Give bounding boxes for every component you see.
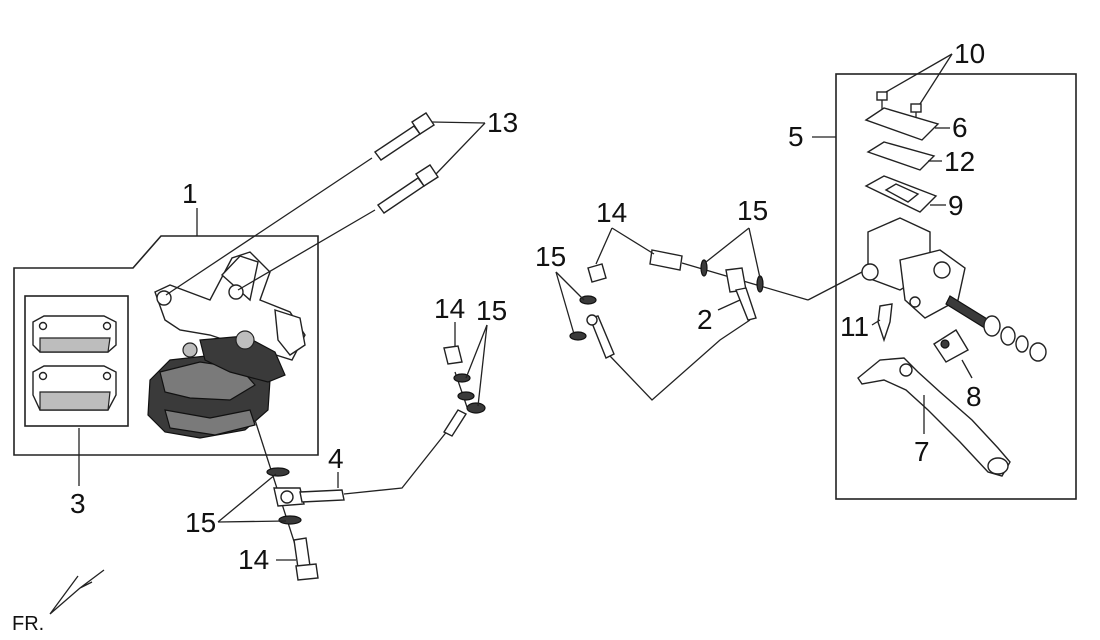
leader-15-upper-a: [705, 227, 750, 263]
leader-15-lower-b: [217, 520, 287, 523]
leader-11: [871, 319, 881, 326]
caliper-group-frame: [13, 235, 319, 456]
leader-8: [961, 359, 973, 379]
hose-upper-fitting: [442, 345, 486, 437]
label-4: 4: [328, 443, 344, 474]
brake-hose-fitting: [725, 267, 757, 321]
leader-15-left-a: [555, 271, 585, 301]
leader-10a: [885, 53, 953, 93]
master-axis-line-2: [807, 271, 863, 301]
leader-10b: [919, 53, 953, 105]
leader-15-joint-a: [465, 324, 488, 379]
banjo-bolt-lower: [293, 537, 319, 581]
caliper-bolt-upper: [373, 112, 435, 161]
stop-switch: [933, 329, 969, 363]
leader-14-master-a: [595, 227, 613, 265]
master-cylinder-frame: [835, 73, 1077, 500]
brake-hose-main: [609, 319, 751, 401]
bolt-axis-upper: [165, 157, 373, 296]
leader-13b: [435, 122, 486, 175]
leader-15-joint-b: [477, 324, 488, 407]
brake-hose-lower: [343, 429, 449, 495]
diaphragm: [866, 141, 936, 171]
diaphragm-plate: [864, 175, 938, 213]
label-2: 2: [697, 304, 713, 335]
caliper-body: [147, 251, 306, 439]
brake-pad-lower: [32, 365, 117, 411]
label-9: 9: [948, 190, 964, 221]
label-6: 6: [952, 112, 968, 143]
washer-upper-1: [700, 259, 708, 277]
leader-13a: [431, 121, 486, 124]
label-1: 1: [182, 178, 198, 209]
washer-upper-2: [756, 275, 764, 293]
hose-joint: [273, 487, 345, 507]
label-10: 10: [954, 38, 985, 69]
leader-15-upper-b: [748, 227, 761, 279]
piston-assembly: [945, 295, 1047, 362]
hose-left-fitting: [569, 295, 615, 359]
washer-lower-1: [266, 467, 290, 477]
front-direction-label: FR.: [12, 613, 44, 635]
label-7: 7: [914, 436, 930, 467]
label-14-lower: 14: [238, 544, 269, 575]
label-13: 13: [487, 107, 518, 138]
front-direction-arrow-icon: [49, 569, 105, 615]
reservoir-cap: [864, 107, 940, 141]
caliper-bolt-lower: [376, 164, 439, 214]
brake-pads-frame: [24, 295, 129, 427]
brake-pad-upper: [32, 315, 117, 353]
label-3: 3: [70, 488, 86, 519]
bolt-axis-lower: [237, 209, 376, 291]
label-14-joint: 14: [434, 293, 465, 324]
label-12: 12: [944, 146, 975, 177]
label-14-master: 14: [596, 197, 627, 228]
label-8: 8: [966, 381, 982, 412]
leader-2: [717, 299, 741, 311]
cap-screw-left: [876, 91, 888, 110]
label-15-lower: 15: [185, 507, 216, 538]
leader-15-left-b: [555, 271, 575, 335]
label-15-upper: 15: [737, 195, 768, 226]
brake-lever: [857, 357, 1011, 477]
label-5: 5: [788, 121, 804, 152]
lever-pivot-bolt: [877, 303, 893, 343]
leader-15-lower-a: [217, 473, 277, 523]
label-15-left: 15: [535, 241, 566, 272]
label-11: 11: [840, 311, 869, 342]
washer-lower-2: [278, 515, 302, 525]
banjo-bolt-master: [587, 249, 683, 283]
leader-14-master-b: [611, 227, 655, 255]
label-15-joint: 15: [476, 295, 507, 326]
